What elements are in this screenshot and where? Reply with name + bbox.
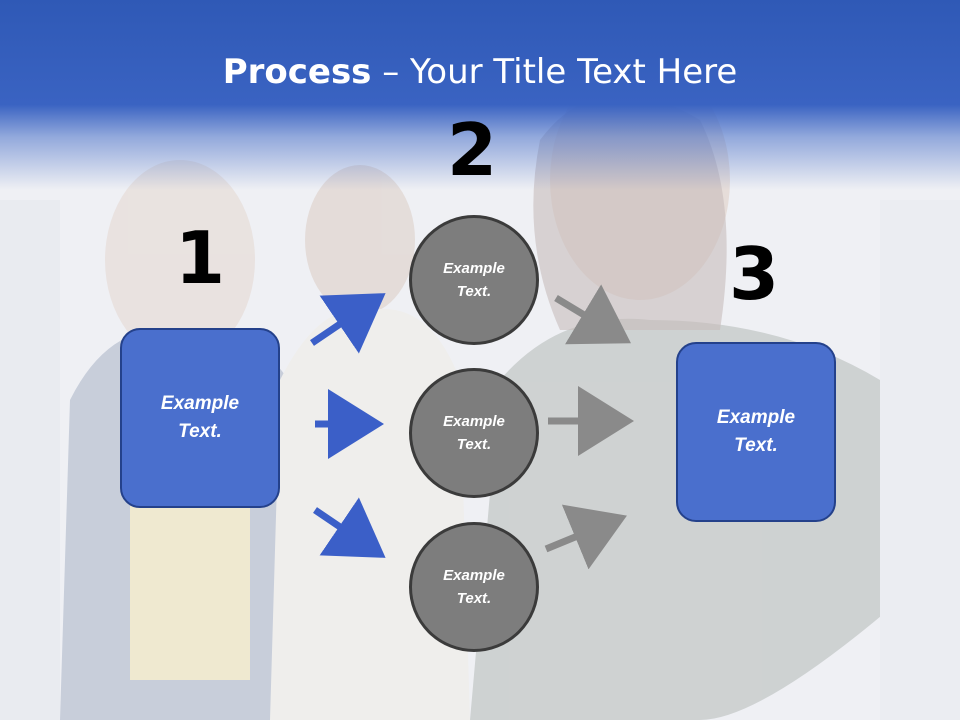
step-number-2: 2	[446, 108, 498, 192]
circle-label: Example Text.	[443, 566, 505, 607]
step-3-box: Example Text.	[676, 342, 836, 522]
step-number-1: 1	[174, 216, 226, 300]
slide-title: Process – Your Title Text Here	[0, 52, 960, 92]
circle-label: Example Text.	[443, 259, 505, 300]
arrow-1-to-2-bottom	[313, 497, 386, 558]
step-1-box: Example Text.	[120, 328, 280, 508]
step-2-circle-top: Example Text.	[409, 215, 539, 345]
arrow-1-to-2-top	[310, 293, 386, 354]
arrow-2-to-3-bottom	[544, 504, 627, 570]
step-number-3: 3	[728, 232, 780, 316]
circle-label: Example Text.	[443, 412, 505, 453]
title-bold: Process	[222, 52, 372, 92]
step-2-circle-bottom: Example Text.	[409, 522, 539, 652]
step-3-label: Example Text.	[716, 406, 796, 457]
header-band	[0, 0, 960, 190]
step-1-label: Example Text.	[160, 392, 240, 443]
step-2-circle-middle: Example Text.	[409, 368, 539, 498]
title-rest: – Your Title Text Here	[371, 52, 738, 92]
arrow-2-to-3-top	[554, 284, 631, 345]
